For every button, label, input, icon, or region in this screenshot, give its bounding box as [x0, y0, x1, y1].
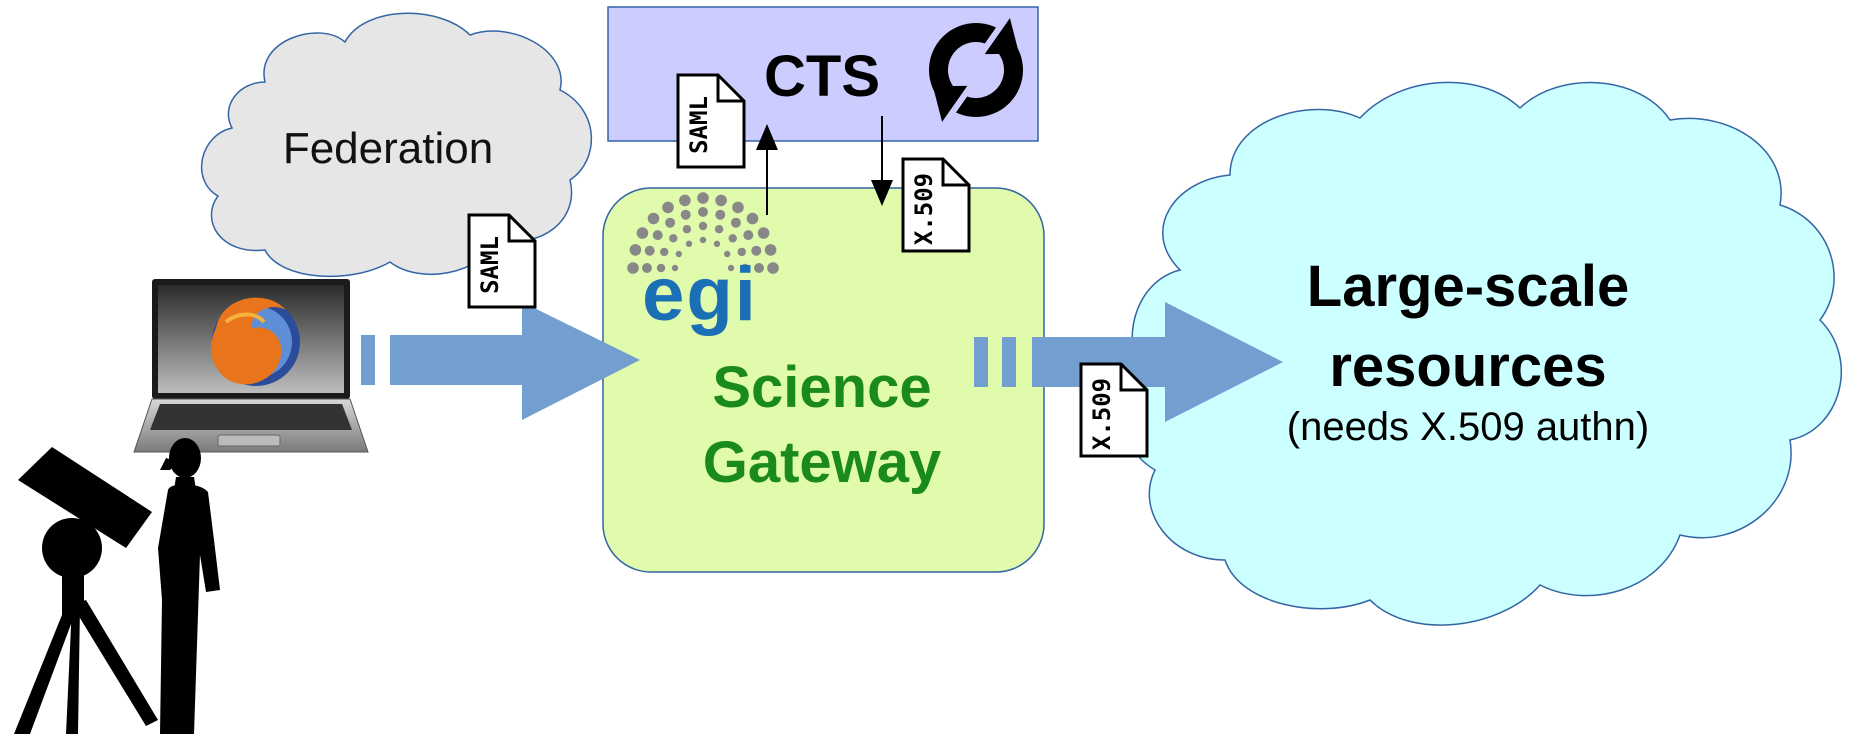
- cts-box: CTS: [607, 6, 1039, 142]
- egi-logo-dot: [682, 225, 692, 234]
- document-icon: [676, 73, 746, 169]
- laptop-icon: [133, 279, 369, 453]
- document-icon: [1079, 362, 1149, 458]
- egi-logo-dot: [699, 236, 707, 244]
- egi-logo-dot: [636, 227, 649, 239]
- egi-logo-dot: [767, 262, 779, 274]
- egi-logo-dot: [656, 263, 666, 273]
- egi-logo-dot: [669, 234, 678, 243]
- egi-logo-dot: [724, 250, 731, 258]
- egi-logo-dot: [737, 247, 746, 257]
- egi-logo-dot: [727, 264, 735, 272]
- arrow-gateway-to-resources: [974, 302, 1283, 422]
- federation-cloud: Federation: [201, 12, 592, 278]
- egi-logo-dot: [715, 194, 727, 207]
- saml-label-federation: SAML: [476, 236, 504, 294]
- federation-label: Federation: [283, 124, 493, 173]
- document-icon: [467, 213, 537, 309]
- egi-logo-text: egi: [642, 252, 758, 337]
- egi-logo-dot: [675, 250, 682, 258]
- egi-logo-dot: [629, 244, 642, 256]
- egi-logo-dot: [751, 245, 762, 256]
- egi-logo-dot: [757, 227, 770, 239]
- egi-logo-dot: [698, 207, 708, 217]
- document-icon: [901, 157, 971, 253]
- egi-logo-dot: [662, 201, 674, 214]
- egi-logo-dot: [764, 244, 777, 256]
- x509-label-resources: X.509: [1088, 378, 1116, 450]
- egi-logo-dot: [685, 240, 693, 247]
- x509-label-gateway: X.509: [910, 173, 938, 245]
- user-at-telescope-icon: [14, 438, 220, 734]
- egi-logo-dot: [642, 263, 652, 273]
- egi-logo-dot: [714, 225, 724, 234]
- egi-logo-dot: [713, 240, 721, 247]
- egi-logo-dot: [698, 221, 708, 231]
- egi-logo-dot: [754, 263, 764, 273]
- saml-token-federation: SAML: [467, 213, 537, 309]
- gateway-title-line2: Gateway: [703, 430, 942, 495]
- egi-logo-dot: [665, 217, 676, 228]
- egi-logo-dot: [660, 247, 669, 257]
- egi-logo-dot: [740, 263, 750, 273]
- egi-logo-dot: [746, 212, 759, 225]
- saml-token-cts: SAML: [676, 73, 746, 169]
- egi-logo-dot: [732, 201, 744, 214]
- saml-label-cts: SAML: [685, 96, 713, 154]
- egi-logo-dot: [627, 262, 639, 274]
- resources-title-line2: resources: [1329, 334, 1606, 399]
- egi-logo-dot: [730, 217, 741, 228]
- egi-logo-dot: [680, 209, 691, 220]
- x509-token-gateway: X.509: [901, 157, 971, 253]
- resources-cloud: Large-scale resources (needs X.509 authn…: [1121, 81, 1843, 626]
- egi-logo-dot: [652, 230, 663, 241]
- egi-logo-dot: [728, 234, 737, 243]
- gateway-title-line1: Science: [712, 355, 931, 420]
- arrow-laptop-to-gateway: [333, 302, 640, 420]
- cts-label: CTS: [764, 44, 880, 109]
- egi-logo-dot: [697, 192, 709, 204]
- egi-logo-icon: egi: [627, 192, 779, 337]
- egi-logo-dot: [647, 212, 660, 225]
- browser-logo-icon: [211, 297, 300, 386]
- egi-logo-dot: [679, 194, 691, 207]
- egi-logo-dot: [644, 245, 655, 256]
- resources-title-line1: Large-scale: [1307, 254, 1629, 319]
- egi-logo-dot: [671, 264, 679, 272]
- egi-logo-dot: [715, 209, 726, 220]
- gateway-box: Science Gateway egi: [602, 187, 1045, 573]
- egi-logo-dot: [743, 230, 754, 241]
- resources-note: (needs X.509 authn): [1287, 405, 1649, 449]
- refresh-icon: [929, 18, 1023, 122]
- x509-token-resources: X.509: [1079, 362, 1149, 458]
- arrow-cts-to-gateway: [871, 116, 893, 206]
- arrow-gateway-to-cts: [756, 124, 778, 215]
